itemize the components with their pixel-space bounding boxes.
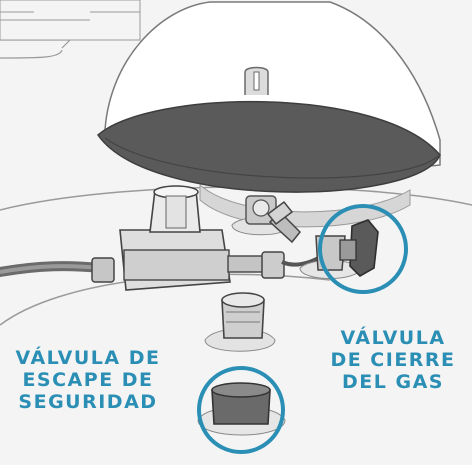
supply-hose-highlight <box>0 264 101 274</box>
safety-relief-valve-label: VÁLVULA DE ESCAPE DE SEGURIDAD <box>2 347 174 413</box>
outlet-nut <box>261 251 285 279</box>
dome-rim <box>104 137 439 179</box>
dome-opening <box>96 100 441 193</box>
fitting-nut <box>266 200 294 226</box>
handle-slot <box>253 71 260 91</box>
label-line: SEGURIDAD <box>18 391 158 413</box>
label-line: VÁLVULA DE <box>15 347 161 369</box>
hose-nut <box>91 257 115 283</box>
circle-callout-icon <box>318 204 408 294</box>
circle-callout-icon <box>197 366 285 454</box>
handwheel <box>349 219 379 277</box>
regulator-housing <box>123 249 230 281</box>
label-line: ESCAPE DE <box>22 369 154 391</box>
label-line: VÁLVULA <box>340 327 446 349</box>
shutoff-valve-label: VÁLVULA DE CIERRE DEL GAS <box>318 327 468 393</box>
relief-valve-top <box>211 382 271 398</box>
valve-stem <box>339 239 357 261</box>
label-line: DE CIERRE <box>330 349 456 371</box>
center-valve-cap <box>221 292 265 308</box>
gauge-dial <box>252 199 270 217</box>
bonnet-vent <box>165 195 187 229</box>
label-line: DEL GAS <box>342 371 444 393</box>
